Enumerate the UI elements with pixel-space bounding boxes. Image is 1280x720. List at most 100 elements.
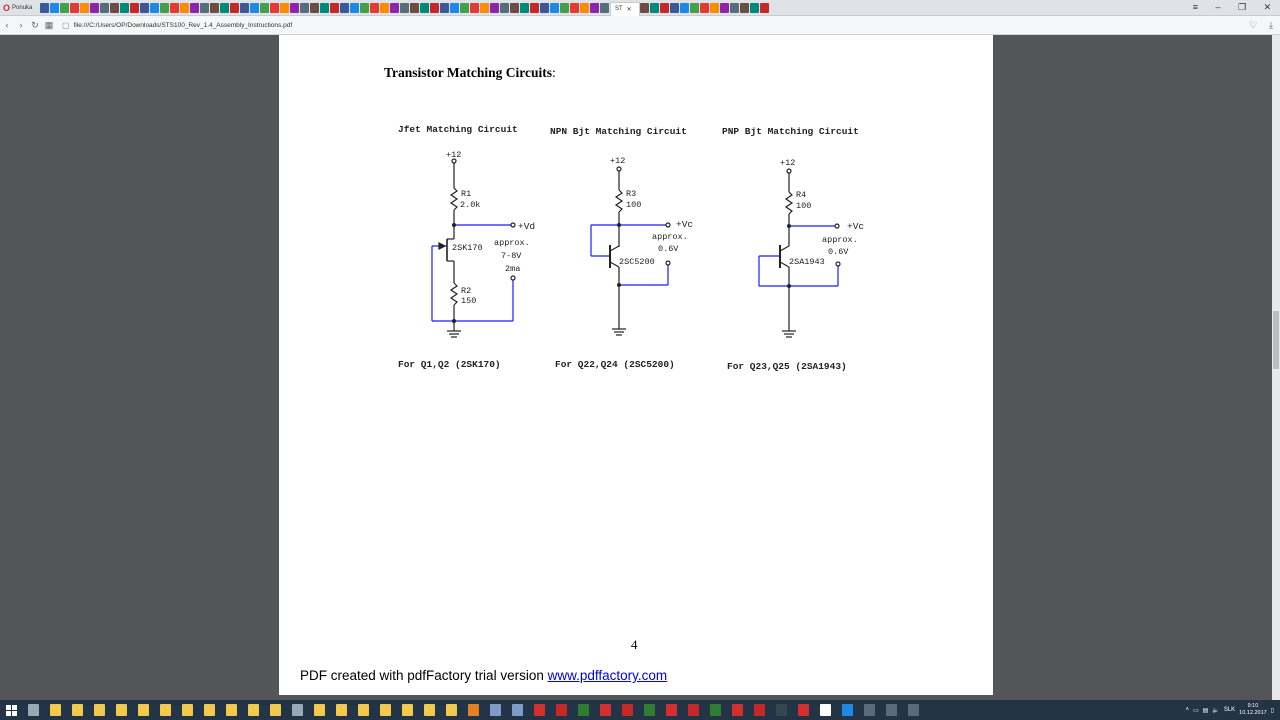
taskbar-app-icon[interactable] xyxy=(154,700,176,720)
active-browser-tab[interactable]: ST✕ xyxy=(610,1,640,16)
taskbar-app-icon[interactable] xyxy=(352,700,374,720)
taskbar-app-icon[interactable] xyxy=(22,700,44,720)
taskbar-app-icon[interactable] xyxy=(484,700,506,720)
browser-tab[interactable] xyxy=(550,2,559,13)
download-icon[interactable]: ⤓ xyxy=(1269,19,1273,30)
browser-tab[interactable] xyxy=(220,2,229,13)
url-text[interactable]: file:///C:/Users/OP/Downloads/STS100_Rev… xyxy=(73,21,293,29)
browser-tab[interactable] xyxy=(60,2,69,13)
browser-tab[interactable] xyxy=(310,2,319,13)
taskbar-app-icon[interactable] xyxy=(176,700,198,720)
close-tab-icon[interactable]: ✕ xyxy=(626,6,632,13)
taskbar-app-icon[interactable] xyxy=(374,700,396,720)
browser-tab[interactable] xyxy=(300,2,309,13)
browser-tab[interactable] xyxy=(330,2,339,13)
forward-icon[interactable]: › xyxy=(19,20,23,30)
browser-tab[interactable] xyxy=(390,2,399,13)
browser-tab[interactable] xyxy=(670,2,679,13)
browser-tab[interactable] xyxy=(110,2,119,13)
browser-tab[interactable] xyxy=(120,2,129,13)
heart-icon[interactable]: ♡ xyxy=(1248,19,1258,30)
browser-tab[interactable] xyxy=(210,2,219,13)
browser-tab[interactable] xyxy=(150,2,159,13)
taskbar-app-icon[interactable] xyxy=(836,700,858,720)
browser-tab[interactable] xyxy=(160,2,169,13)
taskbar-app-icon[interactable] xyxy=(396,700,418,720)
browser-tab[interactable] xyxy=(350,2,359,13)
taskbar-app-icon[interactable] xyxy=(198,700,220,720)
taskbar-app-icon[interactable] xyxy=(88,700,110,720)
volume-icon[interactable]: 🔈 xyxy=(1212,707,1220,714)
taskbar-app-icon[interactable] xyxy=(66,700,88,720)
browser-tab[interactable] xyxy=(180,2,189,13)
browser-tab[interactable] xyxy=(170,2,179,13)
browser-tab[interactable] xyxy=(290,2,299,13)
taskbar-app-icon[interactable] xyxy=(638,700,660,720)
taskbar-app-icon[interactable] xyxy=(506,700,528,720)
network-icon[interactable]: ▤ xyxy=(1202,707,1209,714)
taskbar-app-icon[interactable] xyxy=(110,700,132,720)
browser-tab[interactable] xyxy=(280,2,289,13)
scroll-thumb[interactable] xyxy=(1273,311,1279,369)
browser-tab[interactable] xyxy=(380,2,389,13)
taskbar-app-icon[interactable] xyxy=(528,700,550,720)
browser-tab[interactable] xyxy=(340,2,349,13)
browser-tab[interactable] xyxy=(50,2,59,13)
browser-tab[interactable] xyxy=(250,2,259,13)
taskbar-app-icon[interactable] xyxy=(748,700,770,720)
browser-tab[interactable] xyxy=(640,2,649,13)
taskbar-app-icon[interactable] xyxy=(330,700,352,720)
taskbar-app-icon[interactable] xyxy=(220,700,242,720)
browser-tab[interactable] xyxy=(730,2,739,13)
browser-tab[interactable] xyxy=(200,2,209,13)
taskbar-app-icon[interactable] xyxy=(792,700,814,720)
browser-tab[interactable] xyxy=(450,2,459,13)
browser-tab[interactable] xyxy=(230,2,239,13)
maximize-button[interactable]: ❐ xyxy=(1238,2,1247,12)
browser-tab[interactable] xyxy=(530,2,539,13)
browser-tab[interactable] xyxy=(460,2,469,13)
browser-tab[interactable] xyxy=(580,2,589,13)
browser-tab[interactable] xyxy=(540,2,549,13)
browser-tab[interactable] xyxy=(660,2,669,13)
browser-tab[interactable] xyxy=(320,2,329,13)
taskbar-app-icon[interactable] xyxy=(660,700,682,720)
browser-tab[interactable] xyxy=(80,2,89,13)
taskbar-app-icon[interactable] xyxy=(440,700,462,720)
browser-tab[interactable] xyxy=(700,2,709,13)
browser-tab[interactable] xyxy=(100,2,109,13)
taskbar-app-icon[interactable] xyxy=(594,700,616,720)
browser-tab[interactable] xyxy=(90,2,99,13)
browser-tab[interactable] xyxy=(370,2,379,13)
browser-tab[interactable] xyxy=(240,2,249,13)
close-button[interactable]: ✕ xyxy=(1263,2,1272,12)
taskbar-app-icon[interactable] xyxy=(726,700,748,720)
browser-tab[interactable] xyxy=(560,2,569,13)
browser-tab[interactable] xyxy=(410,2,419,13)
taskbar-app-icon[interactable] xyxy=(418,700,440,720)
browser-tab[interactable] xyxy=(740,2,749,13)
browser-tab[interactable] xyxy=(70,2,79,13)
battery-icon[interactable]: ▭ xyxy=(1192,707,1199,714)
taskbar-app-icon[interactable] xyxy=(616,700,638,720)
taskbar-app-icon[interactable] xyxy=(704,700,726,720)
language-indicator[interactable]: SLK xyxy=(1223,707,1236,713)
taskbar-app-icon[interactable] xyxy=(264,700,286,720)
browser-tab[interactable] xyxy=(440,2,449,13)
speed-dial-icon[interactable]: ▦ xyxy=(44,19,54,30)
start-button[interactable] xyxy=(0,700,22,720)
browser-tab[interactable] xyxy=(650,2,659,13)
url-field[interactable]: ▢ file:///C:/Users/OP/Downloads/STS100_R… xyxy=(62,19,1238,32)
browser-tab[interactable] xyxy=(140,2,149,13)
taskbar-app-icon[interactable] xyxy=(132,700,154,720)
back-icon[interactable]: ‹ xyxy=(5,20,9,30)
tab-menu-icon[interactable]: ≡ xyxy=(1192,2,1199,12)
browser-tab[interactable] xyxy=(260,2,269,13)
browser-tab[interactable] xyxy=(590,2,599,13)
browser-tab[interactable] xyxy=(480,2,489,13)
browser-tab[interactable] xyxy=(750,2,759,13)
browser-tab[interactable] xyxy=(430,2,439,13)
taskbar-app-icon[interactable] xyxy=(308,700,330,720)
taskbar-app-icon[interactable] xyxy=(770,700,792,720)
reload-icon[interactable]: ↻ xyxy=(31,19,39,30)
